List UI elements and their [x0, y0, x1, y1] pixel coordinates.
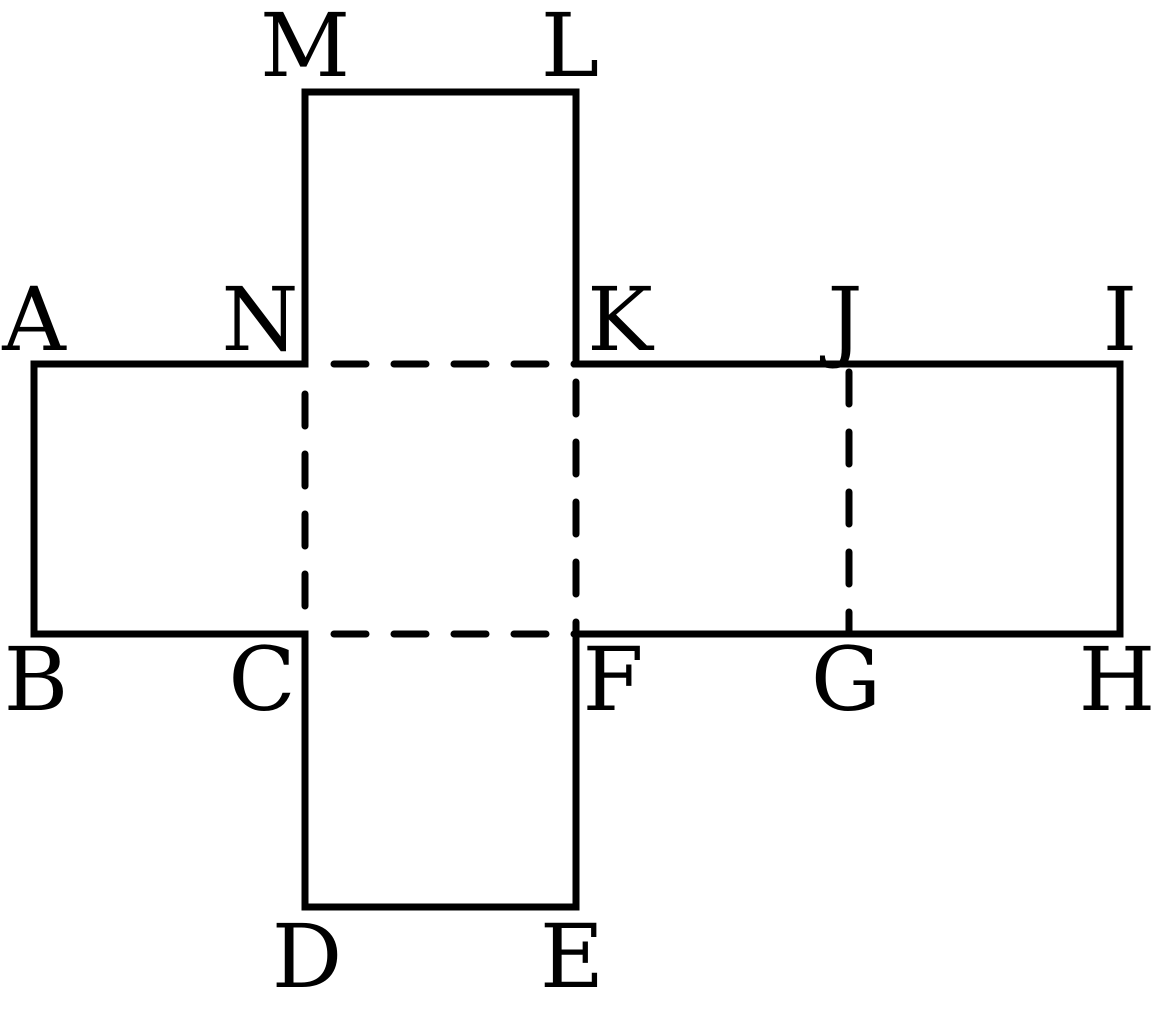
vertex-label-g: G [811, 628, 881, 731]
vertex-label-c: C [228, 628, 295, 731]
vertex-label-k: K [587, 268, 655, 371]
vertex-label-e: E [540, 905, 604, 1008]
vertex-label-n: N [222, 268, 299, 371]
vertex-label-j: J [819, 268, 862, 371]
vertex-label-m: M [260, 0, 350, 97]
vertex-label-l: L [541, 0, 599, 97]
vertex-label-f: F [582, 628, 643, 731]
vertex-label-h: H [1079, 628, 1155, 731]
net-outline [30, 88, 1124, 911]
vertex-label-d: D [272, 905, 343, 1008]
vertex-label-b: B [4, 628, 69, 731]
vertex-label-a: A [1, 268, 67, 371]
vertex-label-i: I [1103, 268, 1138, 371]
